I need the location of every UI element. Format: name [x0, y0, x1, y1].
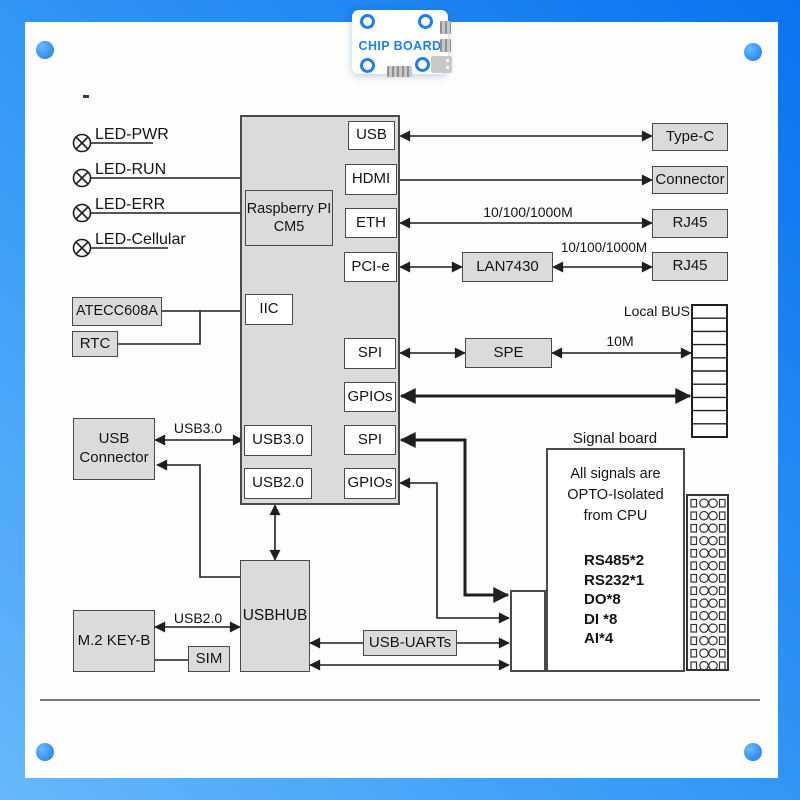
led-run-icon — [72, 168, 92, 188]
corner-dot-icon — [36, 743, 54, 761]
gpios2-port-box: GPIOs — [344, 468, 396, 499]
led-label: LED-RUN — [95, 161, 167, 178]
raspberry-cm5-box: Raspberry PI CM5 — [245, 190, 333, 246]
usb30-port-box: USB3.0 — [244, 425, 312, 456]
corner-dot-icon — [744, 43, 762, 61]
led-err-icon — [72, 203, 92, 223]
mini-board-graphic: CHIP BOARD — [352, 10, 452, 77]
cm5-title-line2: CM5 — [273, 219, 305, 235]
rj45-bottom-box: RJ45 — [652, 252, 728, 281]
board-hole-icon — [418, 14, 433, 29]
eth-port-box: ETH — [345, 208, 397, 238]
led-pwr-icon — [72, 133, 92, 153]
iso-line3: from CPU — [583, 508, 648, 524]
rj45-top-box: RJ45 — [652, 209, 728, 238]
spi2-port-box: SPI — [344, 425, 396, 455]
local-bus-label: Local BUS — [623, 303, 690, 319]
pcie-port-box: PCI-e — [344, 252, 397, 282]
led-label: LED-ERR — [95, 196, 166, 213]
eth-speed-label: 10/100/1000M — [483, 204, 573, 220]
signal-item: AI*4 — [584, 630, 614, 647]
iso-line2: OPTO-Isolated — [567, 487, 664, 503]
usb2-link-label: USB2.0 — [173, 610, 223, 626]
signal-board-label: Signal board — [572, 430, 658, 447]
lan7430-box: LAN7430 — [462, 252, 553, 282]
ethernet-port-icon — [431, 56, 452, 73]
signal-board-box: All signals are OPTO-Isolated from CPU R… — [546, 448, 685, 672]
rtc-box: RTC — [72, 331, 118, 357]
cm5-title-line1: Raspberry PI — [246, 200, 332, 217]
local-bus-connector — [691, 304, 728, 438]
m2-keyb-box: M.2 KEY-B — [73, 610, 155, 672]
gpios1-port-box: GPIOs — [344, 382, 396, 412]
lan-speed-label: 10/100/1000M — [560, 240, 648, 255]
corner-dot-icon — [36, 41, 54, 59]
board-hole-icon — [360, 58, 375, 73]
signal-list: RS485*2 RS232*1 DO*8 DI *8 AI*4 — [584, 551, 644, 649]
usb-connector-line2: Connector — [79, 449, 149, 466]
bottom-connector-icon — [387, 66, 412, 77]
usb-connector-box: USB Connector — [73, 418, 155, 480]
signal-board-iso-text: All signals are OPTO-Isolated from CPU — [548, 464, 683, 527]
terminal-block — [686, 494, 729, 671]
signal-item: DO*8 — [584, 591, 621, 608]
wires-thin — [90, 130, 692, 671]
signal-connector-box — [510, 590, 546, 672]
led-cellular-icon — [72, 238, 92, 258]
hdmi-port-box: HDMI — [345, 164, 397, 195]
iic-port-box: IIC — [245, 294, 293, 325]
usb20-port-box: USB2.0 — [244, 468, 312, 499]
usb3-link-label: USB3.0 — [173, 420, 223, 436]
signal-item: RS485*2 — [584, 552, 645, 569]
board-title: CHIP BOARD — [358, 39, 442, 53]
spe-box: SPE — [465, 338, 552, 368]
usb-uarts-box: USB-UARTs — [363, 630, 457, 656]
usb-port-icon — [440, 21, 451, 34]
led-label: LED-PWR — [95, 126, 169, 143]
atecc608a-box: ATECC608A — [72, 297, 162, 326]
signal-item: DI *8 — [584, 610, 618, 628]
corner-dot-icon — [744, 743, 762, 761]
usb-connector-line1: USB — [98, 430, 130, 448]
spi1-port-box: SPI — [344, 338, 396, 369]
usb-port-icon — [440, 39, 451, 52]
board-hole-icon — [415, 57, 430, 72]
usb-port-box: USB — [348, 121, 395, 150]
led-label: LED-Cellular — [95, 231, 186, 248]
spe-speed-label: 10M — [606, 333, 634, 349]
wires-thick — [399, 388, 692, 603]
board-hole-icon — [360, 14, 375, 29]
usbhub-box: USBHUB — [240, 560, 310, 672]
signal-item: RS232*1 — [584, 571, 645, 589]
sim-box: SIM — [188, 646, 230, 672]
type-c-box: Type-C — [652, 123, 728, 151]
connector-box: Connector — [652, 166, 728, 194]
stray-mark — [83, 95, 89, 98]
iso-line1: All signals are — [570, 466, 661, 482]
